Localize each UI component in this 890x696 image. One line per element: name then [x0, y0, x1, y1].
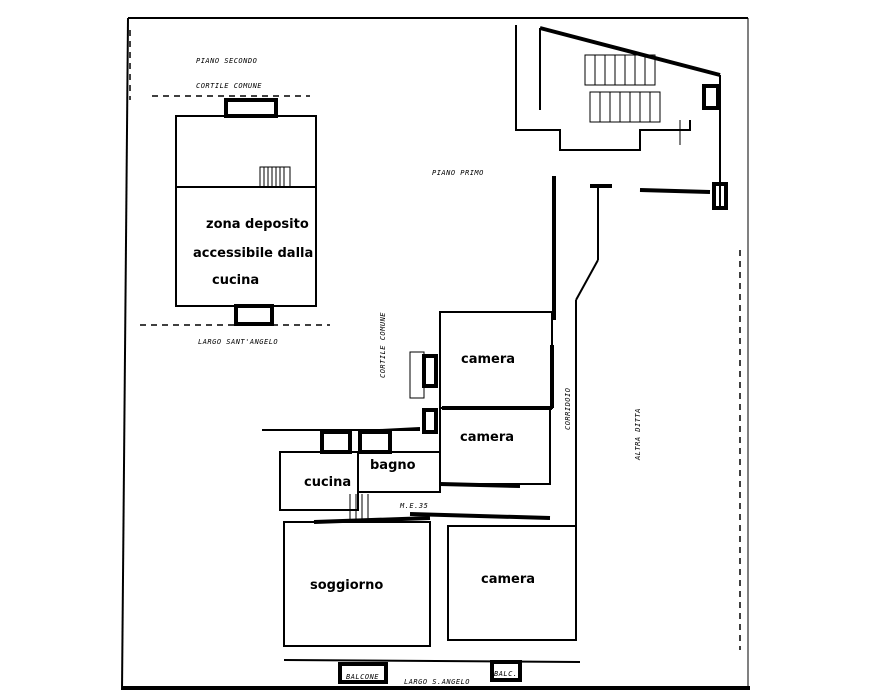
balc-label: BALC.: [494, 670, 518, 678]
balcone-label: BALCONE: [346, 673, 379, 681]
corridoio-label: CORRIDOIO: [564, 388, 572, 430]
camera-bottom-label: camera: [481, 572, 535, 587]
first-floor-plan: [262, 311, 581, 684]
storage-zone-label-2: accessibile dalla: [193, 246, 313, 261]
sheet-frame: [121, 17, 750, 691]
altra-ditta-label: ALTRA DITTA: [634, 408, 642, 461]
storage-zone-label-1: zona deposito: [206, 217, 309, 232]
cortile-comune-side-label: CORTILE COMUNE: [379, 312, 387, 378]
mezz-label: M.E.35: [399, 502, 428, 510]
camera-top-label: camera: [461, 352, 515, 367]
stairwell-block: [515, 25, 728, 640]
cortile-comune-top-label: CORTILE COMUNE: [196, 82, 262, 90]
second-floor-plan: [140, 95, 330, 326]
largo-sant-angelo-bottom-label: LARGO S.ANGELO: [404, 678, 470, 686]
bagno-label: bagno: [370, 458, 416, 473]
cucina-label: cucina: [304, 475, 351, 490]
storage-zone-label-3: cucina: [212, 273, 259, 288]
piano-primo-label: PIANO PRIMO: [432, 169, 484, 177]
piano-secondo-label: PIANO SECONDO: [196, 57, 257, 65]
camera-middle-label: camera: [460, 430, 514, 445]
stair-icon: [259, 166, 291, 188]
largo-sant-angelo-top-label: LARGO SANT'ANGELO: [198, 338, 278, 346]
soggiorno-label: soggiorno: [310, 578, 383, 593]
